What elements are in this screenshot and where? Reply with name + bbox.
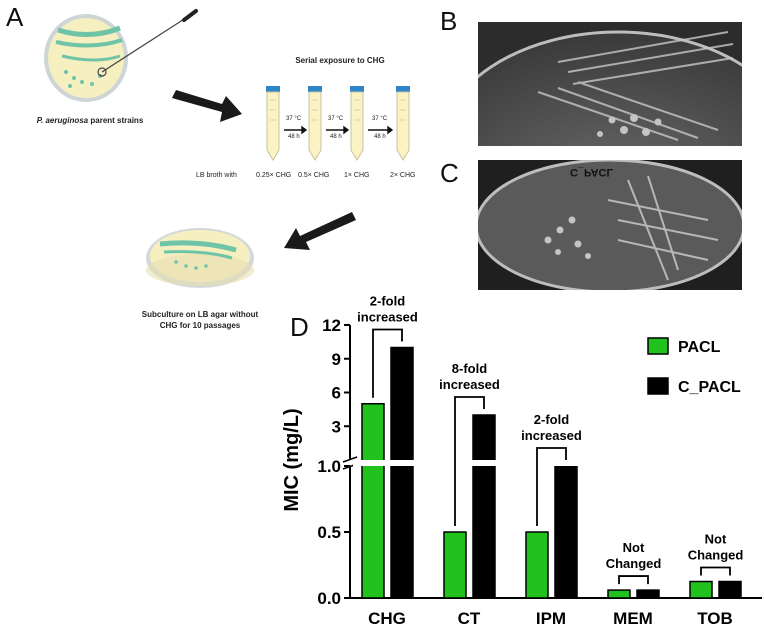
panel-label-d: D bbox=[290, 312, 309, 342]
x-tick-label: MEM bbox=[613, 609, 653, 628]
annotation-label: increased bbox=[439, 377, 500, 392]
plate-photo-b bbox=[478, 22, 742, 146]
bar-c-pacl bbox=[554, 465, 578, 599]
step-temp-3: 37 °C bbox=[372, 116, 388, 122]
comparison-bracket bbox=[454, 396, 485, 526]
species-name: P. aeruginosa bbox=[36, 116, 89, 125]
x-tick-label: CHG bbox=[368, 609, 406, 628]
annotation-label: 2-fold bbox=[370, 294, 405, 309]
tube-label-1: 0.25× CHG bbox=[256, 172, 292, 179]
schematic-a bbox=[44, 9, 410, 288]
step-temp-1: 37 °C bbox=[286, 116, 302, 122]
tube-2 bbox=[308, 86, 322, 161]
bar-c-pacl bbox=[390, 346, 414, 599]
legend-swatch bbox=[647, 337, 669, 355]
y-tick-label: 6 bbox=[332, 384, 341, 403]
y-tick-label: 0.0 bbox=[317, 589, 341, 608]
bar-c-pacl bbox=[636, 589, 660, 599]
subculture-petri-dish bbox=[146, 228, 254, 288]
tube-4 bbox=[396, 86, 410, 161]
step-time-2: 48 h bbox=[330, 134, 342, 140]
annotation-label: 2-fold bbox=[534, 412, 569, 427]
inoculating-loop-icon bbox=[97, 9, 198, 77]
y-tick-label: 0.5 bbox=[317, 523, 341, 542]
annotation-label: Changed bbox=[606, 556, 662, 571]
legend-label: C_PACL bbox=[678, 379, 741, 396]
panel-label-b: B bbox=[440, 6, 458, 36]
subculture-label-2: CHG for 10 passages bbox=[159, 321, 241, 330]
panel-label-c: C bbox=[440, 158, 459, 188]
arrow-icon bbox=[284, 212, 356, 250]
bar-pacl bbox=[689, 580, 713, 599]
tube-3 bbox=[350, 86, 364, 161]
lb-broth-label: LB broth with bbox=[196, 172, 237, 179]
y-tick-label: 12 bbox=[322, 316, 341, 335]
annotation-label: 8-fold bbox=[452, 361, 487, 376]
step-arrows bbox=[284, 125, 394, 135]
tube-label-3: 1× CHG bbox=[344, 172, 370, 179]
subculture-label-1: Subculture on LB agar without bbox=[141, 310, 259, 319]
x-tick-label: CT bbox=[458, 609, 481, 628]
axis-break-gap bbox=[353, 460, 764, 466]
step-temp-2: 37 °C bbox=[328, 116, 344, 122]
tube-label-4: 2× CHG bbox=[390, 172, 416, 179]
arrow-icon bbox=[172, 90, 242, 122]
comparison-bracket bbox=[372, 328, 403, 398]
annotation-label: Not bbox=[623, 540, 645, 555]
y-tick-label: 3 bbox=[332, 417, 341, 436]
plate-photo-c: C_PACL bbox=[478, 160, 742, 290]
y-tick-label: 1.0 bbox=[317, 457, 341, 476]
tube-label-2: 0.5× CHG bbox=[298, 172, 330, 179]
legend-label: PACL bbox=[678, 339, 721, 356]
bar-c-pacl bbox=[472, 414, 496, 599]
tube-1 bbox=[266, 86, 280, 161]
parent-strains-text: parent strains bbox=[88, 116, 144, 125]
legend-swatch bbox=[647, 377, 669, 395]
bar-pacl bbox=[443, 531, 467, 599]
annotation-label: increased bbox=[357, 310, 418, 325]
annotation-label: increased bbox=[521, 428, 582, 443]
serial-exposure-title: Serial exposure to CHG bbox=[295, 56, 385, 65]
bar-pacl bbox=[607, 589, 631, 599]
x-tick-label: IPM bbox=[536, 609, 566, 628]
x-tick-label: TOB bbox=[697, 609, 733, 628]
step-time-1: 48 h bbox=[288, 134, 300, 140]
annotation-label: Not bbox=[705, 532, 727, 547]
bar-pacl bbox=[525, 531, 549, 599]
comparison-bracket bbox=[618, 575, 649, 585]
axis-break-mark bbox=[342, 456, 358, 463]
comparison-bracket bbox=[536, 447, 567, 526]
bar-pacl bbox=[361, 403, 385, 599]
comparison-bracket bbox=[700, 566, 731, 576]
panel-label-a: A bbox=[6, 2, 24, 32]
y-axis-label: MIC (mg/L) bbox=[281, 408, 303, 511]
step-time-3: 48 h bbox=[374, 134, 386, 140]
y-tick-label: 9 bbox=[332, 350, 341, 369]
annotation-label: Changed bbox=[688, 548, 744, 563]
parent-strains-label: P. aeruginosa parent strains bbox=[20, 116, 160, 125]
parent-petri-dish bbox=[44, 14, 128, 102]
bar-c-pacl bbox=[718, 580, 742, 599]
